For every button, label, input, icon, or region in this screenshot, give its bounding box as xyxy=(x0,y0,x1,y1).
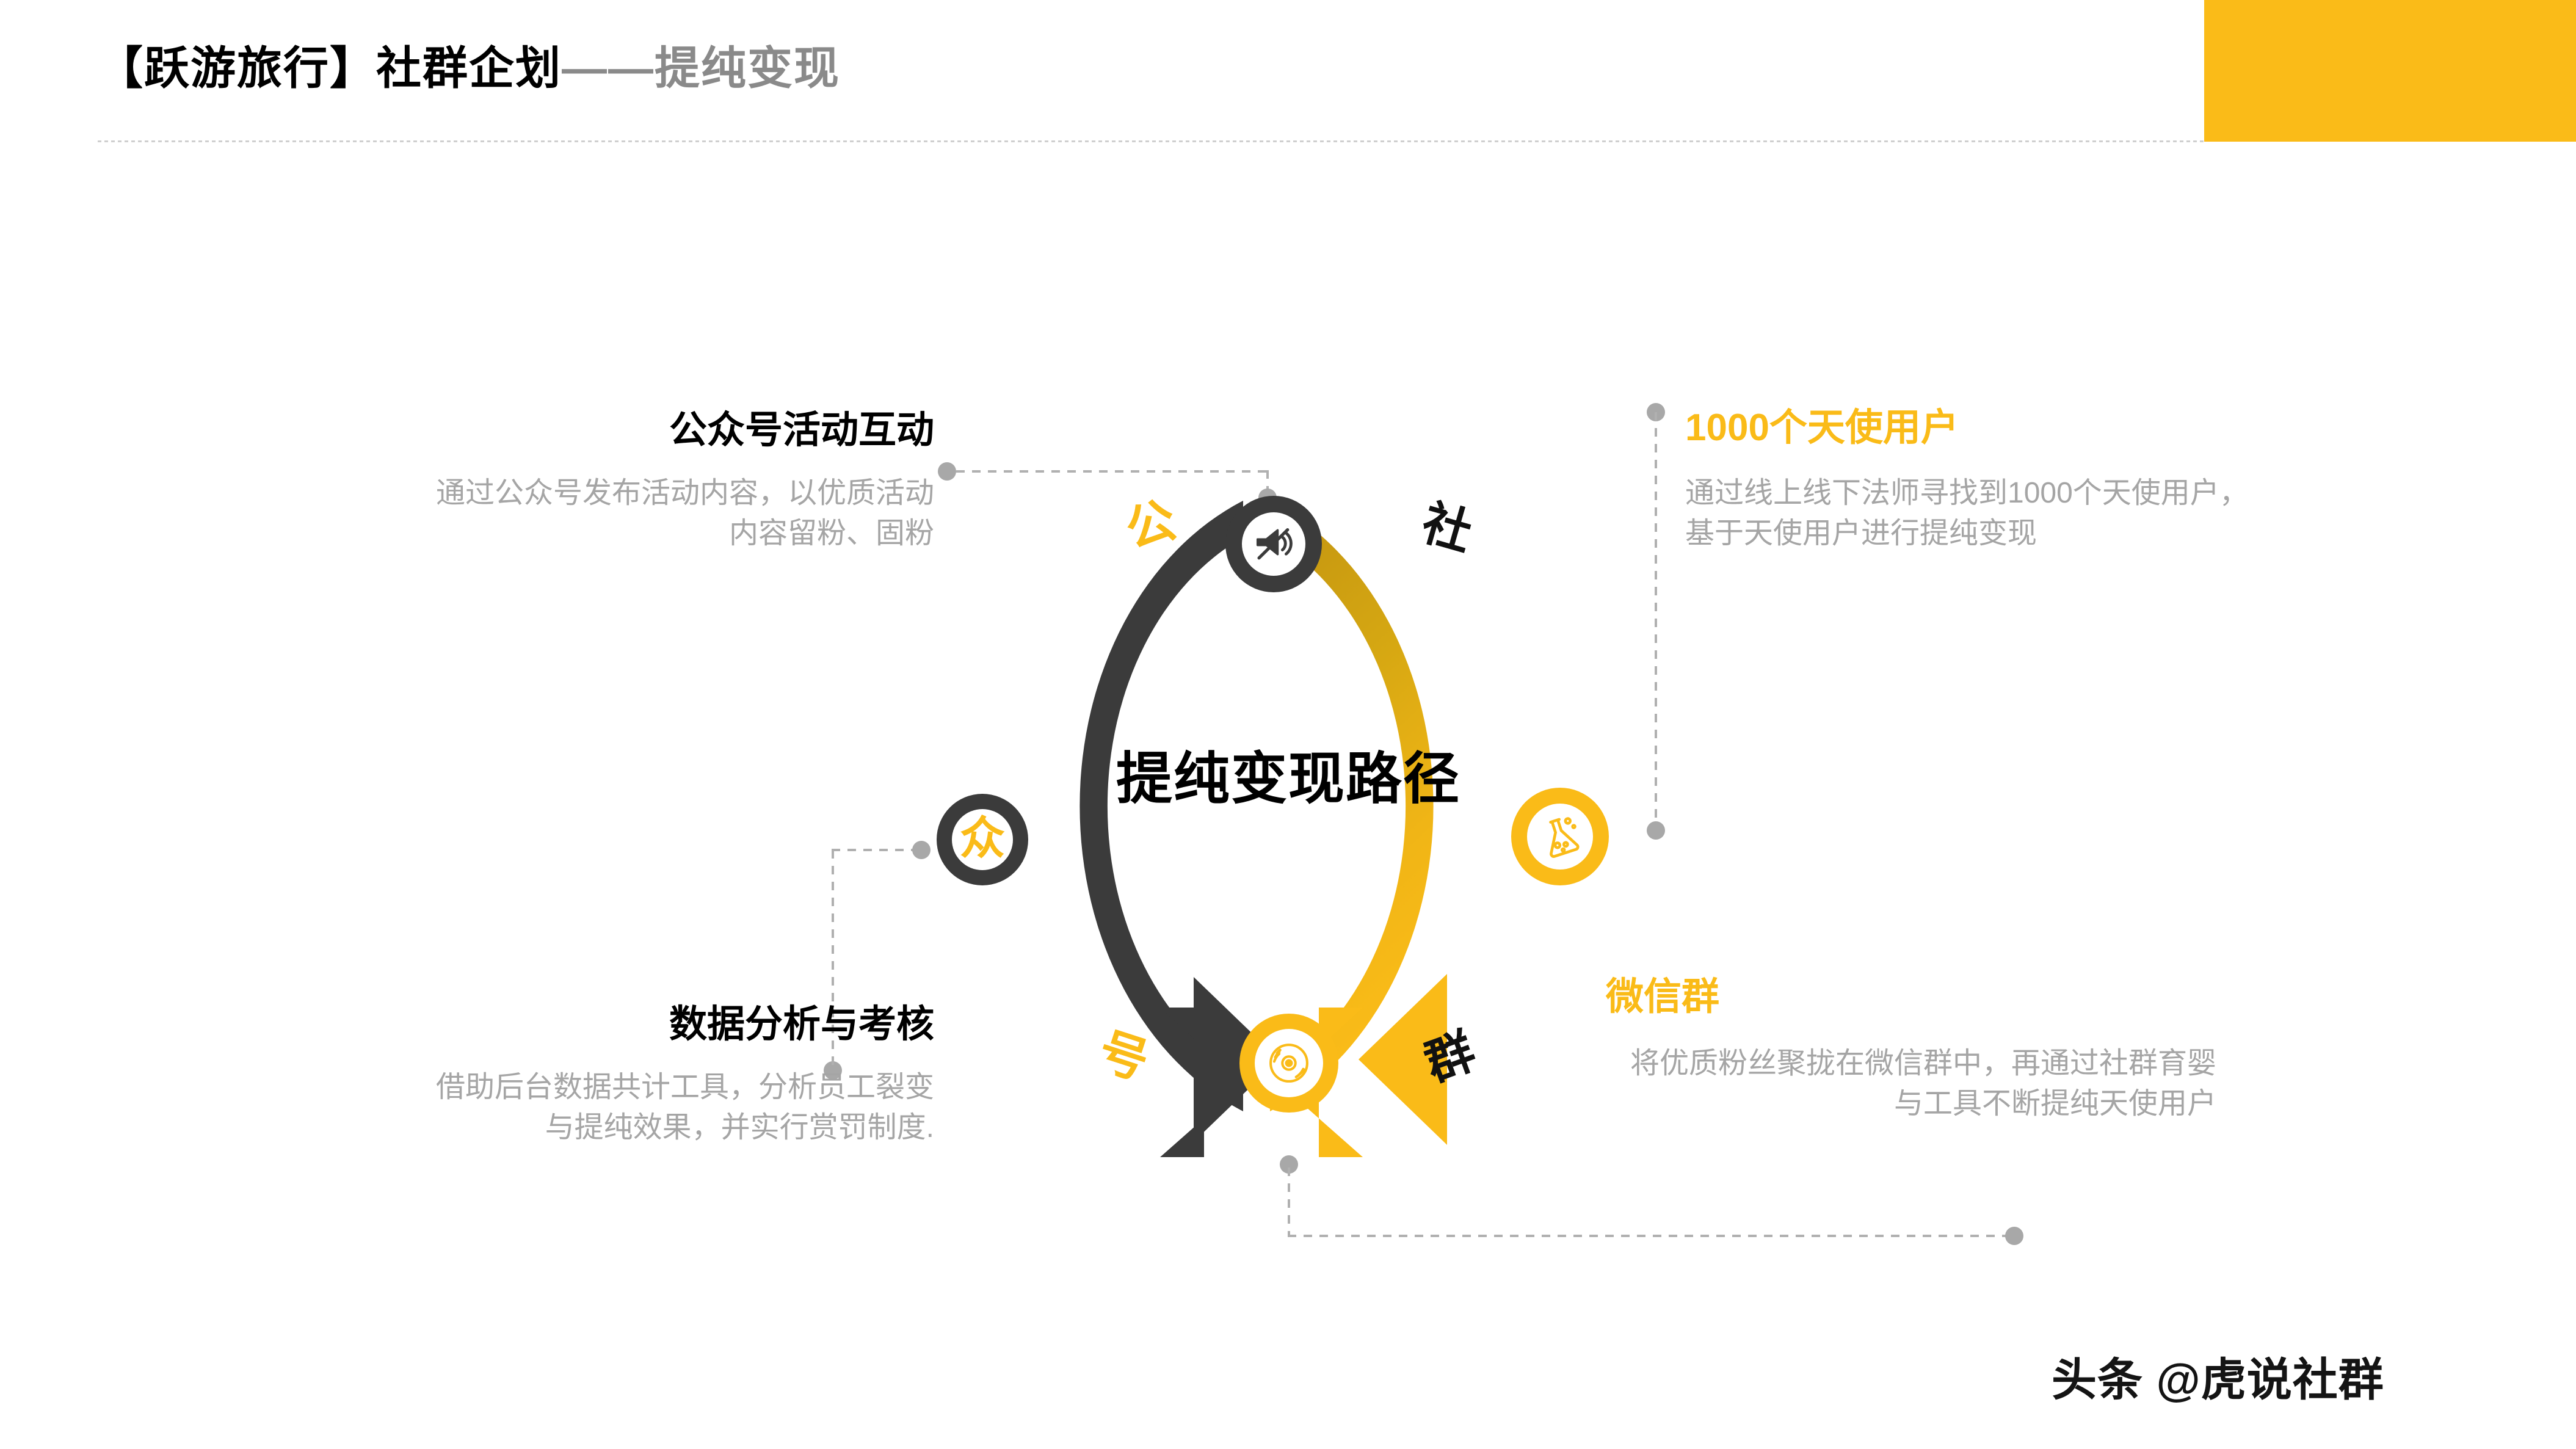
callout-top-right-body: 通过线上线下法师寻找到1000个天使用户，基于天使用户进行提纯变现 xyxy=(1685,477,2249,550)
callout-top-left-body: 通过公众号发布活动内容，以优质活动内容留粉、固粉 xyxy=(435,477,934,550)
callout-bottom-right-body: 将优质粉丝聚拢在微信群中，再通过社群育婴与工具不断提纯天使用户 xyxy=(1630,1047,2216,1120)
callout-top-right-heading: 1000个天使用户 xyxy=(1685,407,1959,449)
node-disc-inner xyxy=(1255,1029,1323,1097)
connector-dot-bottom-right-end xyxy=(2005,1227,2023,1245)
disc-icon xyxy=(1269,1044,1308,1083)
connector-line-bottom-left-v xyxy=(832,850,834,1065)
page-title-main: 【跃游旅行】社群企划 xyxy=(98,43,562,93)
page-title: 【跃游旅行】社群企划——提纯变现 xyxy=(98,46,840,91)
connector-line-bottom-left-h xyxy=(832,849,923,851)
gold-arrow-head xyxy=(1359,974,1447,1145)
callout-bottom-left-heading: 数据分析与考核 xyxy=(669,1003,934,1045)
callout-bottom-left-body: 借助后台数据共计工具，分析员工裂变与提纯效果，并实行赏罚制度. xyxy=(435,1071,934,1144)
callout-top-left-heading: 公众号活动互动 xyxy=(669,409,934,451)
callout-bottom-right: 微信群 将优质粉丝聚拢在微信群中，再通过社群育婴与工具不断提纯天使用户 xyxy=(1606,977,2216,1125)
megaphone-icon xyxy=(1256,528,1293,560)
node-flask-inner xyxy=(1527,804,1593,870)
watermark: 头条 @虎说社群 xyxy=(2052,1354,2384,1405)
node-flask[interactable] xyxy=(1511,788,1609,885)
connector-line-bottom-right-h xyxy=(1288,1235,2014,1237)
connector-dot-top-left-start xyxy=(938,462,956,481)
node-megaphone-inner xyxy=(1242,512,1305,576)
zhong-char-icon: 众 xyxy=(960,813,1005,863)
callout-top-right: 1000个天使用户 通过线上线下法师寻找到1000个天使用户，基于天使用户进行提… xyxy=(1685,408,2259,554)
node-disc[interactable] xyxy=(1239,1014,1338,1113)
page-title-sub: ——提纯变现 xyxy=(562,43,840,93)
callout-bottom-left: 数据分析与考核 借助后台数据共计工具，分析员工裂变与提纯效果，并实行赏罚制度. xyxy=(427,1004,934,1149)
connector-line-top-left-v xyxy=(1266,470,1269,499)
diagram-center-title: 提纯变现路径 xyxy=(1116,748,1460,810)
connector-line-top-right-v xyxy=(1655,412,1657,827)
node-zhong-inner: 众 xyxy=(952,809,1013,870)
header-divider xyxy=(98,140,2204,142)
gold-arc-band xyxy=(1270,501,1434,1111)
connector-line-top-left-h xyxy=(956,470,1268,473)
node-zhong[interactable]: 众 xyxy=(937,794,1028,885)
dark-arc-band xyxy=(1079,501,1243,1111)
header-accent-block xyxy=(2204,0,2576,142)
connector-dot-bottom-left-end xyxy=(912,841,931,859)
callout-top-left: 公众号活动互动 通过公众号发布活动内容，以优质活动内容留粉、固粉 xyxy=(427,410,934,554)
node-megaphone[interactable] xyxy=(1225,496,1322,592)
connector-line-bottom-right-v xyxy=(1288,1168,1290,1236)
connector-dot-top-right-end xyxy=(1647,821,1665,840)
flask-icon xyxy=(1549,817,1580,858)
callout-bottom-right-heading: 微信群 xyxy=(1606,976,1720,1018)
